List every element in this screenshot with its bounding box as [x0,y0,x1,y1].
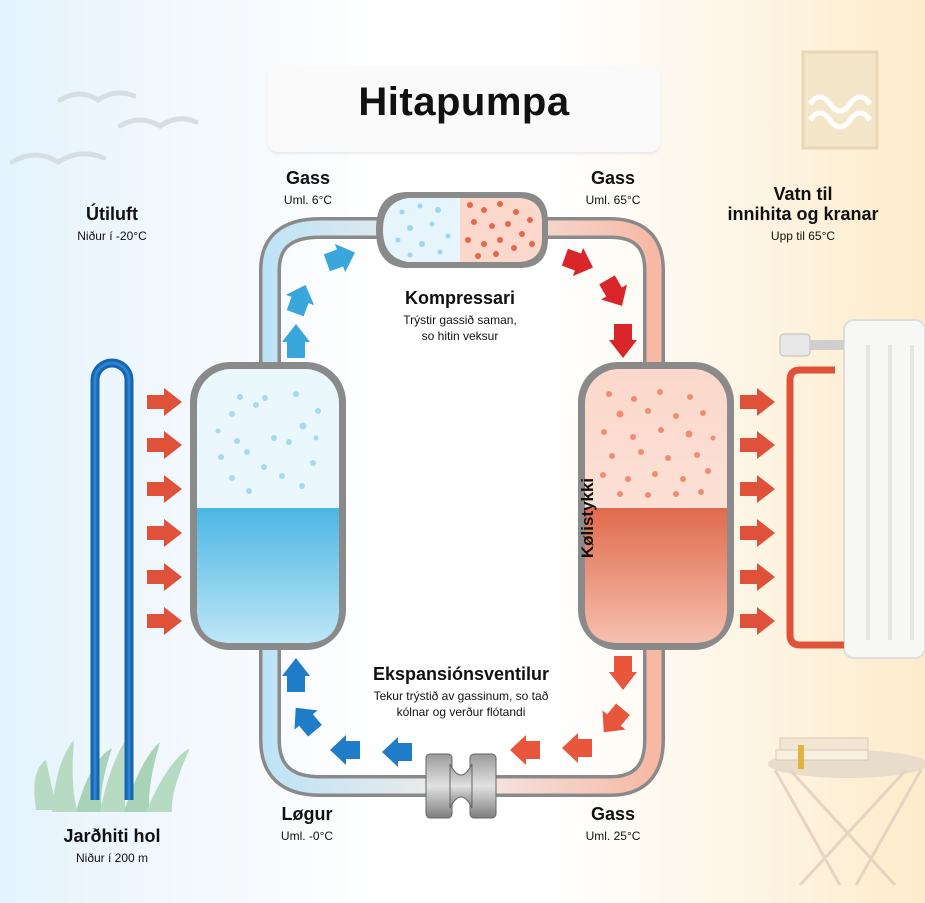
picture-frame-icon [801,50,879,150]
grass-icon [34,730,190,812]
radiator-icon [779,319,925,659]
label-ground: Jarðhiti hol Niður í 200 m [44,826,180,866]
label-compressor-sub: Trýstir gassið saman, so hitin veksur [403,313,517,343]
label-water-heading: Vatn til innihita og kranar [727,184,879,224]
label-gas-cold: Gass Uml. 6°C [270,168,346,208]
label-gas-cold-heading: Gass [285,168,331,188]
label-gas-hot-heading: Gass [590,168,636,188]
flow-arrows-cold [282,243,356,358]
label-gas-warm: Gass Uml. 25°C [570,804,656,844]
page-title: Hitapumpa [358,80,570,124]
heat-out-arrows [740,388,775,635]
ground-loop-pipe [90,358,134,800]
label-outdoor: Útiluft Niður í -20°C [52,204,172,244]
title-box [268,66,660,152]
heat-in-arrows [147,388,182,635]
evaporator-tank [190,362,346,650]
label-gas-hot: Gass Uml. 65°C [570,168,656,208]
label-gas-warm-heading: Gass [590,804,636,824]
label-gas-cold-sub: Uml. 6°C [283,193,333,207]
label-condenser: Kølistykki [578,477,598,559]
label-outdoor-heading: Útiluft [86,204,138,224]
label-gas-hot-sub: Uml. 65°C [585,193,641,207]
label-liquid: Løgur Uml. -0°C [262,804,352,844]
label-compressor: Kompressari Trýstir gassið saman, so hit… [360,288,560,344]
flow-arrows-cold-bottom [282,658,412,767]
expansion-valve [425,753,497,819]
label-expansion: Ekspansiónsventilur Tekur trýstið av gas… [336,664,586,720]
label-expansion-sub: Tekur trýstið av gassinum, so tað kólnar… [373,689,549,719]
label-water: Vatn til innihita og kranar Upp til 65°C [706,184,900,244]
label-liquid-heading: Løgur [281,804,333,824]
label-liquid-sub: Uml. -0°C [280,829,334,843]
label-ground-sub: Niður í 200 m [75,851,149,865]
label-water-sub: Upp til 65°C [770,229,836,243]
label-compressor-heading: Kompressari [404,288,516,308]
flow-arrows-hot [561,247,637,358]
compressor [376,192,548,268]
label-ground-heading: Jarðhiti hol [63,826,161,846]
label-outdoor-sub: Niður í -20°C [77,229,147,243]
birds-icon [9,90,199,165]
condenser-tank [578,362,734,650]
side-table-icon [768,737,925,887]
label-gas-warm-sub: Uml. 25°C [585,829,641,843]
label-expansion-heading: Ekspansiónsventilur [372,664,550,684]
flow-arrows-hot-bottom [510,656,637,765]
